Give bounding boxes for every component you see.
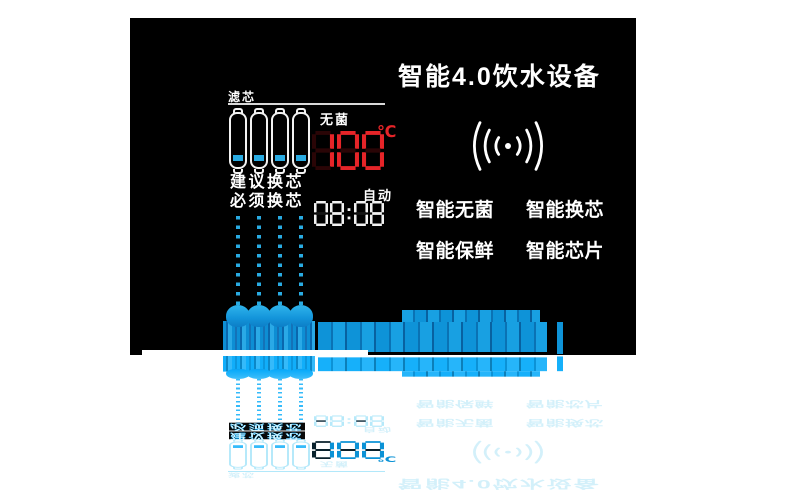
water-surface-band-upper	[402, 310, 540, 322]
water-drip-dotted-line	[257, 178, 261, 306]
feature-smart-sterile: 智能无菌	[416, 200, 495, 221]
water-surface-bar	[557, 322, 563, 354]
celsius-unit: ℃	[377, 124, 397, 141]
water-drop-icon	[289, 305, 313, 327]
signal-waves-icon	[473, 121, 543, 171]
page-title: 智能4.0饮水设备	[398, 63, 601, 91]
sterile-label: 无菌	[320, 112, 351, 127]
water-surface-band	[318, 322, 547, 352]
water-drop-icon	[247, 305, 271, 327]
feature-smart-chip: 智能芯片	[526, 241, 605, 262]
temperature-display	[312, 131, 384, 170]
water-surface-highlight	[142, 350, 368, 356]
filter-advice-text: 建议换芯 必须换芯	[229, 174, 306, 211]
filter-section-label: 滤芯	[228, 90, 257, 104]
auto-mode-label: 自动	[363, 188, 394, 203]
water-drip-dotted-line	[236, 178, 240, 306]
advice-line-must: 必须换芯	[229, 192, 306, 210]
water-reflection: 智能4.0饮水设备 滤芯 建议换芯 必须换芯	[130, 356, 636, 500]
water-drip-dotted-line	[278, 178, 282, 306]
advice-line-suggest: 建议换芯	[229, 174, 306, 191]
display-panel: 智能4.0饮水设备 滤芯 建议换芯 必须换芯	[130, 18, 636, 355]
feature-smart-filter-change: 智能换芯	[526, 200, 605, 221]
filter-section-divider	[228, 103, 385, 105]
feature-smart-freshness: 智能保鲜	[416, 241, 495, 262]
water-drop-icon	[226, 305, 250, 327]
feature-grid: 智能无菌 智能换芯 智能保鲜 智能芯片	[416, 195, 604, 263]
water-drop-icon	[268, 305, 292, 327]
clock-display	[314, 201, 384, 226]
water-drip-dotted-line	[299, 178, 303, 306]
